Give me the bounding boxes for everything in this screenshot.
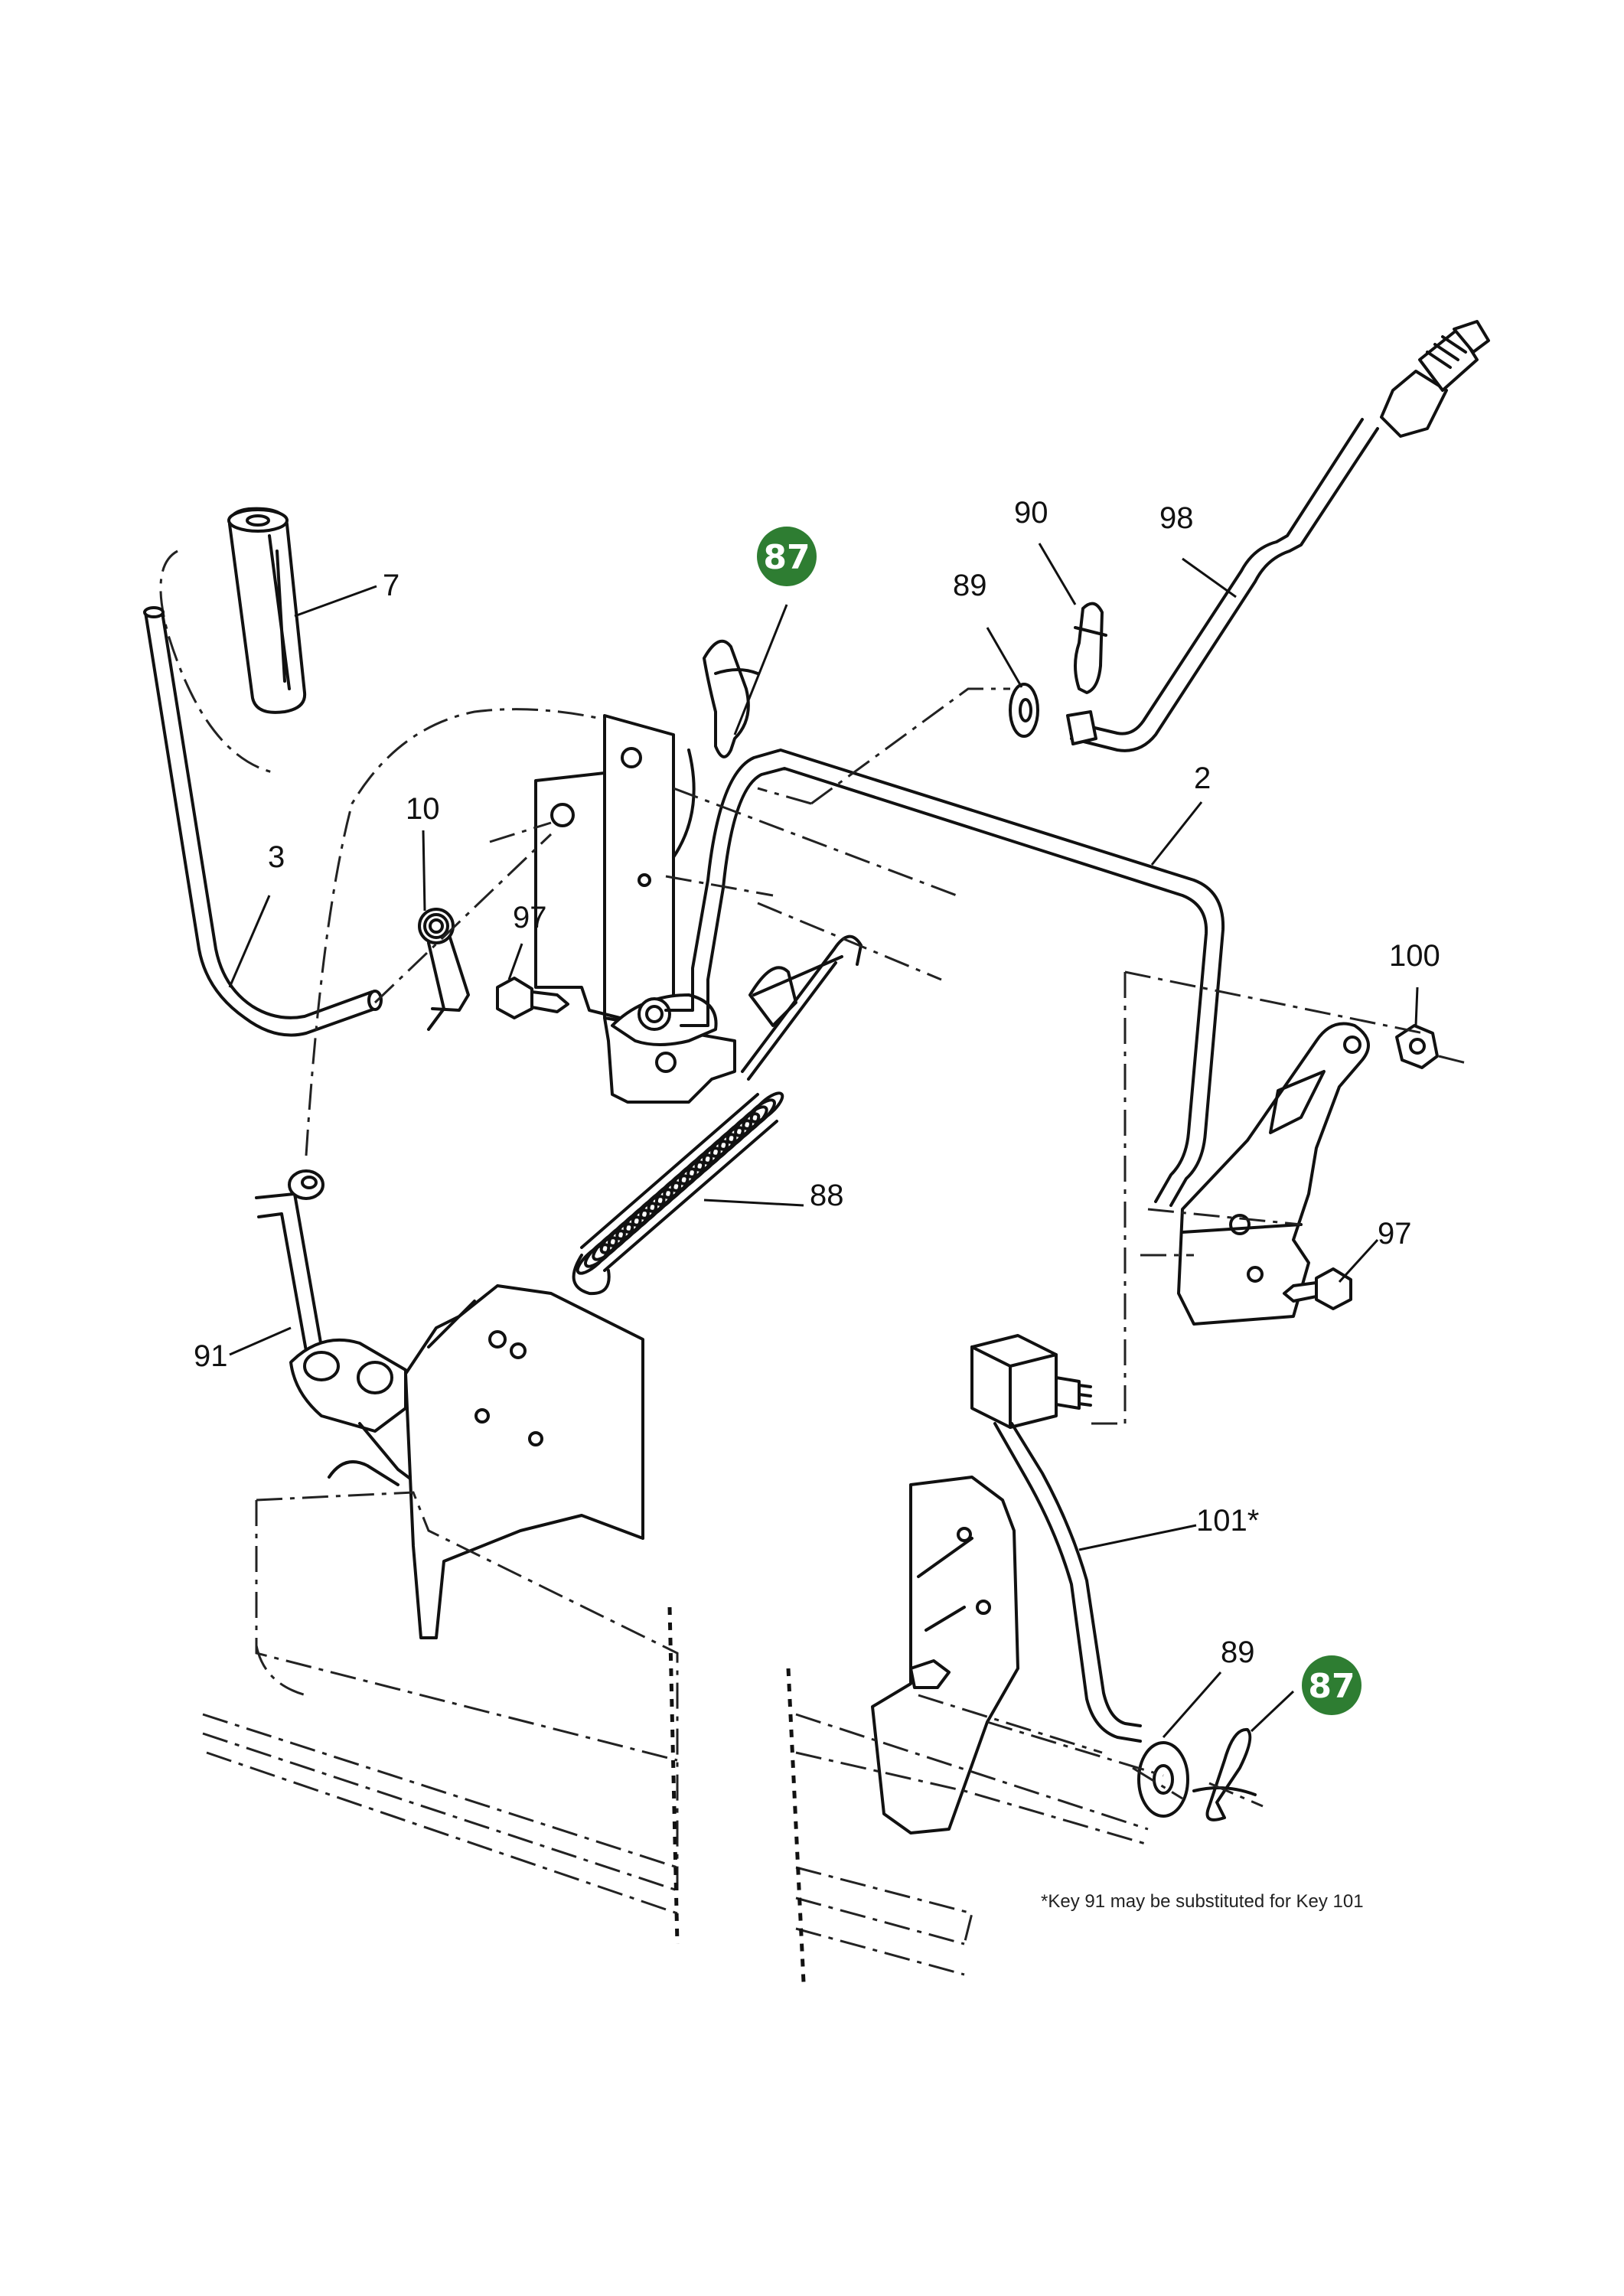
label-89-lower: 89	[1221, 1636, 1255, 1669]
label-88: 88	[810, 1179, 844, 1212]
handle-grip	[159, 507, 307, 775]
badge-87-lower-text: 87	[1308, 1667, 1355, 1706]
label-10: 10	[406, 792, 440, 826]
bolt-upper	[496, 977, 569, 1019]
hairpin-clip-90	[1074, 602, 1107, 694]
label-89-upper: 89	[953, 569, 987, 602]
label-97-upper: 97	[513, 901, 547, 934]
lift-shaft	[664, 748, 1225, 1207]
label-101: 101*	[1196, 1504, 1259, 1538]
badge-87-upper: 87	[757, 527, 817, 586]
deck-link-rod	[1066, 320, 1490, 752]
link-rod-101	[970, 1334, 1142, 1743]
label-3: 3	[268, 840, 285, 874]
washer-lower	[1137, 1741, 1189, 1818]
label-98: 98	[1159, 501, 1194, 535]
hex-nut	[1395, 1024, 1439, 1069]
badge-87-upper-text: 87	[763, 538, 810, 577]
label-2: 2	[1194, 762, 1211, 795]
mower-deck-right	[786, 1668, 1164, 1983]
badge-87-lower: 87	[1302, 1655, 1361, 1715]
right-deck-bracket	[871, 1476, 1019, 1835]
torsion-spring	[418, 908, 470, 1031]
extension-spring	[572, 934, 863, 1296]
construction-lines	[305, 687, 1470, 1808]
label-100: 100	[1389, 939, 1440, 973]
label-90: 90	[1014, 496, 1048, 530]
label-91: 91	[194, 1339, 228, 1373]
lift-lever-rod	[143, 606, 383, 1037]
right-bracket	[1177, 1022, 1370, 1326]
label-97-lower: 97	[1378, 1217, 1412, 1251]
callout-labels: 7 90 98 89 2 10 3 97 100 88 97 91 101* 8…	[194, 496, 1440, 1669]
label-7: 7	[383, 569, 399, 602]
left-deck-bracket	[404, 1284, 644, 1639]
hairpin-clip-lower	[1192, 1727, 1257, 1821]
spring-coil	[749, 1091, 784, 1124]
hairpin-clip-upper	[703, 639, 759, 758]
leader-lines	[228, 543, 1419, 1738]
center-bracket	[534, 714, 736, 1104]
footnote: *Key 91 may be substituted for Key 101	[1041, 1891, 1364, 1912]
mower-deck-left	[202, 1491, 680, 1945]
washer-upper	[1009, 683, 1039, 738]
